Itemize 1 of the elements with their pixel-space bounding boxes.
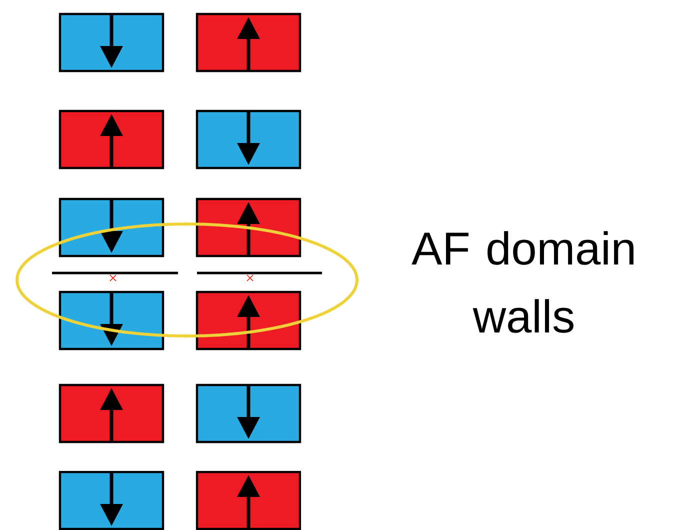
annotation-text: AF domain walls <box>412 231 634 333</box>
